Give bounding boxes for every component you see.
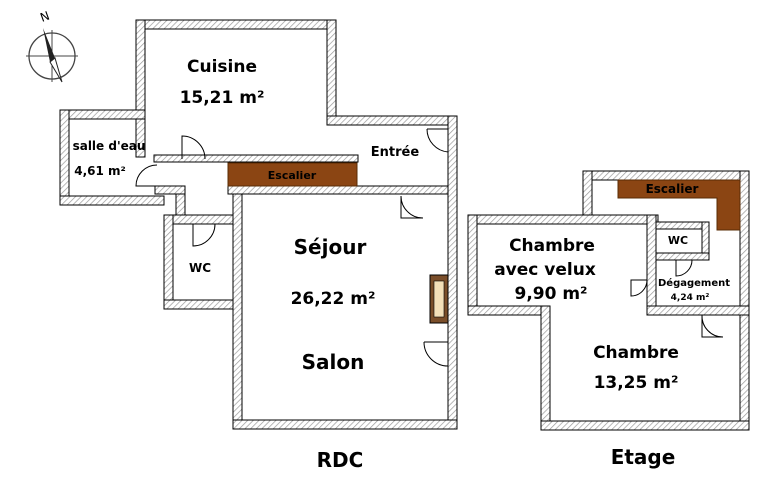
rdc-wc-name: WC [189,261,211,275]
rdc-walls [59,19,458,430]
etage-chambre-velux-area: 9,90 m² [514,284,587,304]
rdc-staircase [227,162,358,187]
wall [227,185,449,195]
wall [582,170,750,181]
compass-needle [43,28,55,62]
wall [326,19,337,126]
door-swing [192,223,216,247]
wall [154,185,186,195]
door-swing [423,341,449,367]
etage-chambre-velux-line1: Chambre [509,236,595,256]
wall [163,214,174,310]
wall [163,299,243,310]
wall [59,195,165,206]
rdc-salle-eau-name: salle d'eau [73,139,146,153]
etage-staircase [617,179,741,231]
door-swing [426,128,449,153]
wall [582,170,593,222]
wall [135,19,146,158]
wall [326,115,458,126]
wall [59,109,146,120]
door-swing [400,195,424,219]
door-swing [135,164,158,187]
rdc-cuisine-area: 15,21 m² [180,88,265,108]
wall [232,193,243,430]
wall [739,170,750,431]
wall [232,419,458,430]
wall [467,214,478,316]
etage-wc-name: WC [668,234,688,247]
wall [540,420,750,431]
door-swing [630,279,648,297]
etage-chambre-name: Chambre [593,343,679,363]
compass-needle-tail [49,57,63,83]
fireplace-inner [433,280,445,318]
wall [135,19,337,30]
compass-north-letter: N [38,9,51,25]
wall [59,109,70,206]
door-swing [701,314,724,338]
wall [646,214,657,316]
wall [175,193,186,219]
wall [540,305,551,431]
rdc-doors [135,128,449,367]
wall [655,252,710,261]
etage-degagement-area: 4,24 m² [671,293,710,303]
door-swing [181,135,206,160]
fireplace [429,274,449,324]
door-swing [701,315,723,338]
rdc-entree-name: Entrée [371,145,420,160]
compass: N [26,9,78,83]
wall [153,154,359,163]
rdc-sejour-name: Séjour [294,235,367,259]
rdc-cuisine-name: Cuisine [187,57,257,77]
rdc-title: RDC [317,448,364,472]
etage-doors [630,259,724,338]
door-swing [675,259,693,277]
etage-degagement-name: Dégagement [658,277,730,289]
etage-walls [467,170,750,431]
etage-chambre-area: 13,25 m² [594,373,679,393]
rdc-sejour-area: 26,22 m² [291,289,376,309]
rdc-salon-name: Salon [302,350,365,374]
wall [447,115,458,430]
wall [467,214,659,225]
etage-escalier-label: Escalier [646,182,699,196]
wall [655,221,707,230]
etage-title: Etage [611,445,676,469]
wall [467,305,551,316]
door-swing [400,196,423,219]
rdc-escalier-label: Escalier [268,169,317,182]
etage-chambre-velux-line2: avec velux [494,260,596,280]
wall [163,214,243,225]
wall [646,305,750,316]
rdc-salle-eau-area: 4,61 m² [74,164,126,178]
